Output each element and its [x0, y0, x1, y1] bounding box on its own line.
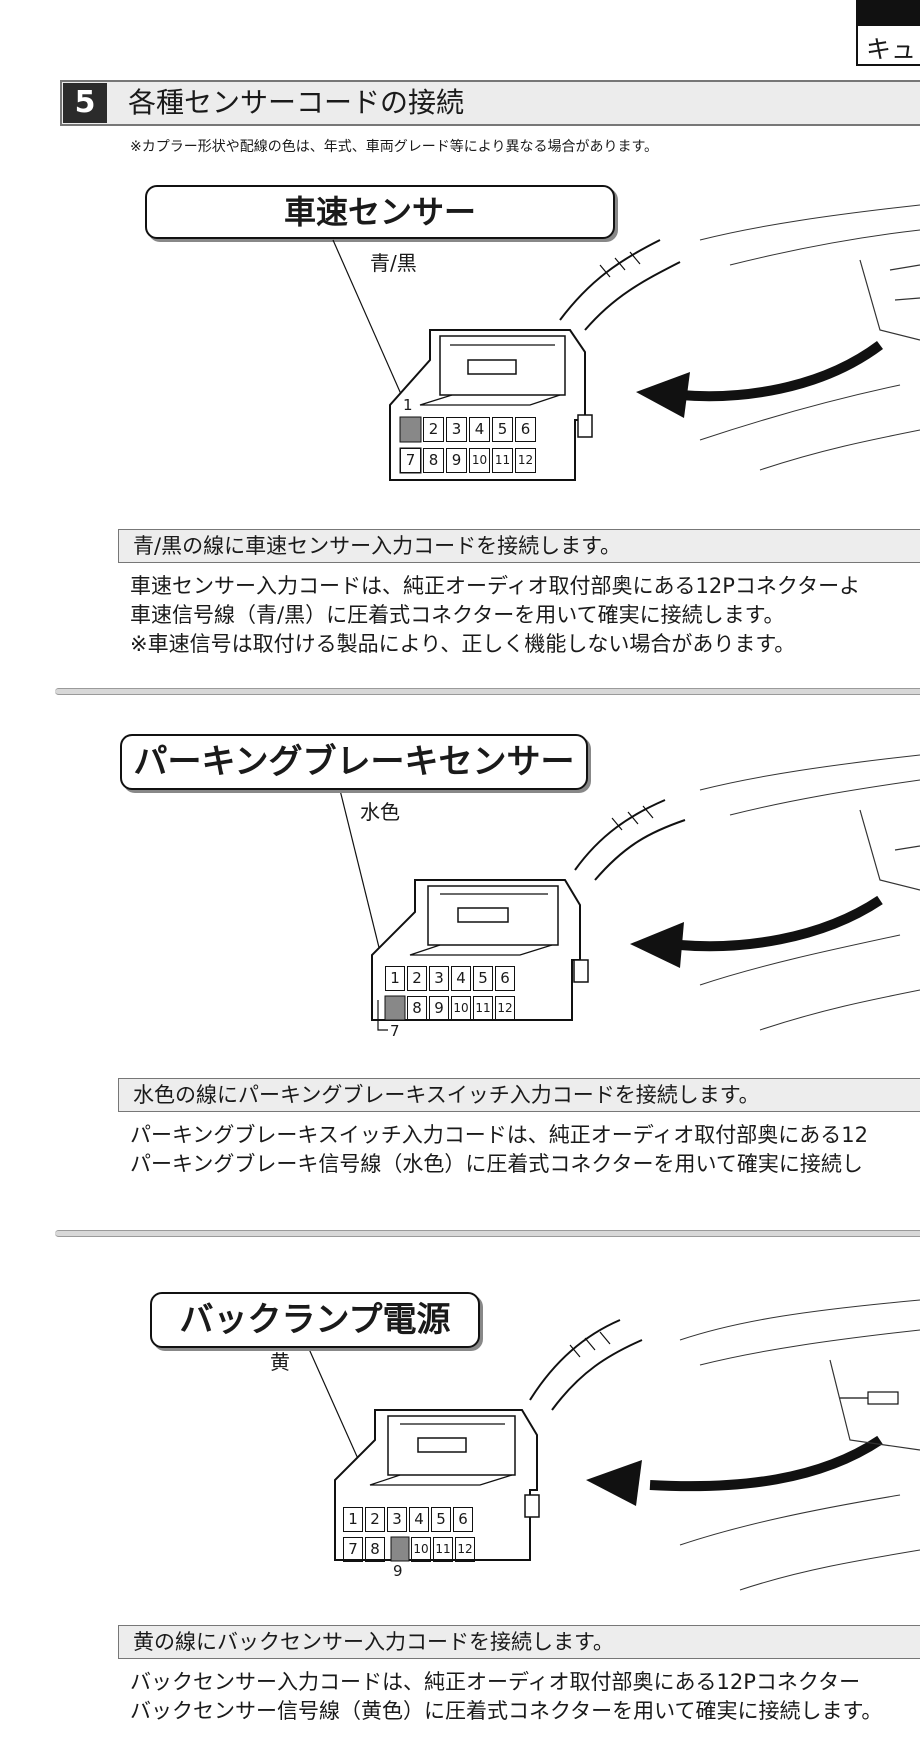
pin-marker: 7 [390, 1022, 400, 1040]
page-tab-dark [856, 0, 920, 24]
pin: 3 [429, 966, 449, 991]
vehicle-speed-sensor-label: 車速センサー [145, 185, 615, 239]
pin: 4 [409, 1507, 429, 1532]
pin: 6 [495, 966, 515, 991]
pin: 5 [473, 966, 493, 991]
pin: 3 [446, 417, 467, 442]
wire-color-label: 青/黒 [370, 251, 417, 275]
pin: 12 [515, 448, 536, 473]
wire-color-label: 黄 [270, 1350, 290, 1374]
body-line: バックセンサー信号線（黄色）に圧着式コネクターを用いて確実に接続します。 [130, 1699, 883, 1723]
pin: 11 [492, 448, 513, 473]
section-number: 5 [63, 83, 107, 123]
connector-1-pins-bottom: 7 8 9 10 11 12 [400, 448, 538, 473]
pin: 9 [429, 996, 449, 1021]
section-divider [55, 1230, 920, 1237]
wire-color-label: 水色 [360, 800, 400, 824]
body-line: 車速信号線（青/黒）に圧着式コネクターを用いて確実に接続します。 [130, 603, 785, 627]
pin: 7 [400, 448, 421, 473]
pin: 2 [423, 417, 444, 442]
pin: 11 [473, 996, 493, 1021]
pin: 8 [423, 448, 444, 473]
pin: 4 [469, 417, 490, 442]
pin: 6 [515, 417, 536, 442]
page-tab-text: キュ [866, 35, 917, 64]
connector-1-pins: 2 3 4 5 6 [421, 417, 536, 442]
pin: 2 [365, 1507, 385, 1532]
pin: 5 [492, 417, 513, 442]
body-line: バックセンサー入力コードは、純正オーディオ取付部奥にある12Pコネクター [130, 1670, 861, 1694]
section-header-bar [60, 80, 920, 126]
connector-2-pins-top: 1 2 3 4 5 6 [385, 966, 517, 991]
connector-illustration-2 [339, 754, 920, 1031]
section-divider [55, 688, 920, 695]
body-line: パーキングブレーキ信号線（水色）に圧着式コネクターを用いて確実に接続し [130, 1152, 863, 1176]
pin: 5 [431, 1507, 451, 1532]
pin: 4 [451, 966, 471, 991]
connector-illustration-3 [304, 1299, 920, 1591]
section-note: ※カプラー形状や配線の色は、年式、車両グレード等により異なる場合があります。 [130, 139, 659, 155]
pin: 11 [433, 1537, 453, 1562]
connector-2-pins-bottom: 8 9 10 11 12 [407, 996, 517, 1021]
pin: 3 [387, 1507, 407, 1532]
pin: 8 [407, 996, 427, 1021]
pin: 1 [385, 966, 405, 991]
connector-3-pins-top: 1 2 3 4 5 6 [343, 1507, 475, 1532]
pin: 10 [469, 448, 490, 473]
pin: 6 [453, 1507, 473, 1532]
caption-parking-brake: 水色の線にパーキングブレーキスイッチ入力コードを接続します。 [118, 1078, 920, 1112]
connector-3-pins-bottom: 7 8 10 11 12 [343, 1537, 477, 1562]
pin: 1 [343, 1507, 363, 1532]
section-title: 各種センサーコードの接続 [128, 86, 465, 119]
parking-brake-sensor-label: パーキングブレーキセンサー [120, 734, 588, 790]
connector-illustration-1 [332, 204, 920, 481]
caption-vehicle-speed: 青/黒の線に車速センサー入力コードを接続します。 [118, 529, 920, 563]
pin: 8 [365, 1537, 385, 1562]
page-tab-box [856, 24, 920, 66]
pin: 2 [407, 966, 427, 991]
pin-marker: 1 [403, 396, 413, 414]
pin-marker: 9 [393, 1562, 403, 1580]
caption-back-lamp: 黄の線にバックセンサー入力コードを接続します。 [118, 1625, 920, 1659]
body-line: パーキングブレーキスイッチ入力コードは、純正オーディオ取付部奥にある12 [130, 1123, 868, 1147]
pin: 12 [495, 996, 515, 1021]
body-line: 車速センサー入力コードは、純正オーディオ取付部奥にある12Pコネクターよ [130, 574, 861, 598]
pin: 7 [343, 1537, 363, 1562]
pin: 9 [446, 448, 467, 473]
pin: 10 [451, 996, 471, 1021]
back-lamp-power-label: バックランプ電源 [150, 1292, 480, 1348]
body-line: ※車速信号は取付ける製品により、正しく機能しない場合があります。 [130, 632, 796, 656]
pin: 12 [455, 1537, 475, 1562]
pin: 10 [411, 1537, 431, 1562]
